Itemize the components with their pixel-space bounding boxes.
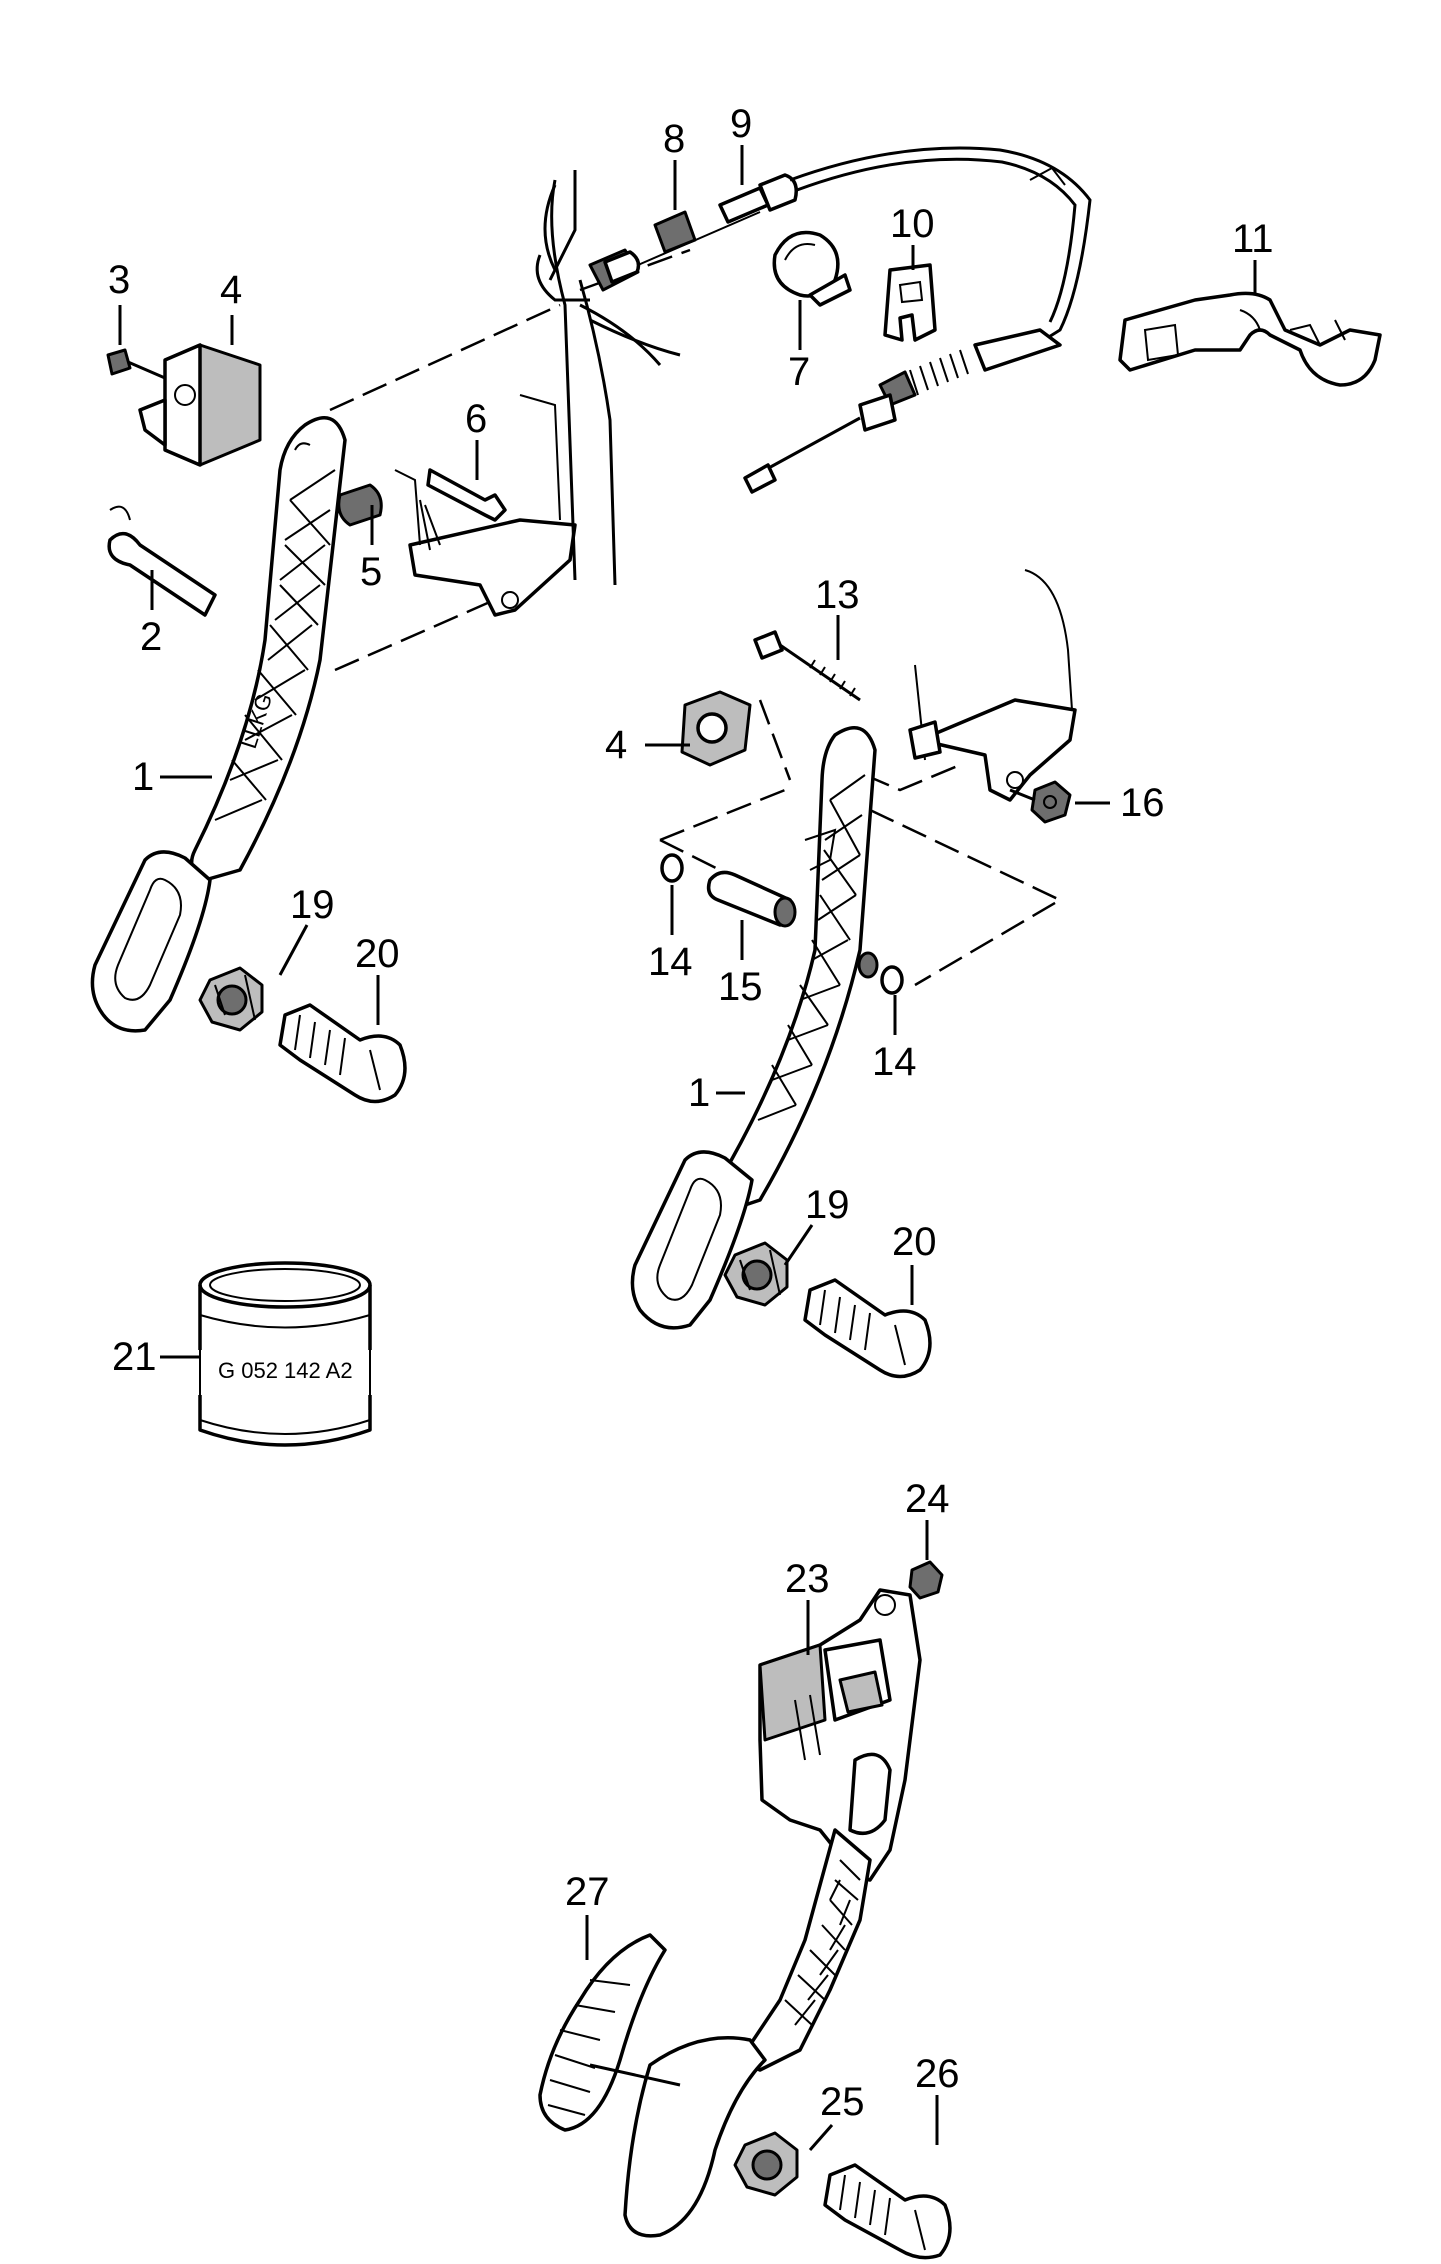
callout-15: 15	[718, 965, 763, 1009]
callout-20b: 20	[892, 1220, 937, 1264]
callout-23: 23	[785, 1557, 830, 1601]
nut	[908, 1560, 944, 1600]
cable-sleeve	[718, 186, 770, 224]
pedal-pad	[630, 1150, 754, 1330]
callout-25: 25	[820, 2080, 865, 2124]
callout-11: 11	[1232, 217, 1274, 261]
throttle-cable-assembly	[535, 146, 1382, 586]
cable-bracket	[1118, 291, 1382, 387]
bolt	[753, 630, 784, 660]
callout-4b: 4	[605, 723, 627, 767]
mounting-bracket	[408, 518, 577, 617]
callout-5: 5	[360, 550, 382, 594]
callout-16: 16	[1120, 781, 1165, 825]
callout-19: 19	[290, 883, 335, 927]
callout-9: 9	[730, 102, 752, 146]
callout-14: 14	[648, 940, 693, 984]
callout-21: 21	[112, 1335, 157, 1379]
washer	[880, 965, 904, 995]
pedal-pad-cover	[538, 1933, 667, 2132]
callout-13: 13	[815, 573, 860, 617]
sleeve-marking: G 052 142 A2	[218, 1358, 353, 1383]
callout-10: 10	[890, 202, 935, 246]
callouts: 3 4 6 5 2 1 8 9 7 10 11 13 4 16 14 15 14…	[108, 102, 1274, 2124]
pedal-pad	[90, 850, 212, 1033]
bushing	[337, 483, 383, 527]
callout-14b: 14	[872, 1040, 917, 1084]
pedal-module-lower	[538, 1560, 952, 2260]
pedal-assembly-upper-left: LLKG	[90, 248, 691, 1033]
pedal-assembly-middle-right	[630, 569, 1077, 1330]
callout-6: 6	[465, 397, 487, 441]
callout-3: 3	[108, 258, 130, 302]
accelerator-pedal-arm	[189, 415, 347, 882]
callout-1: 1	[132, 755, 154, 799]
pedal-plate	[623, 2036, 767, 2238]
callout-24: 24	[905, 1477, 950, 1521]
sleeve-part: G 052 142 A2	[198, 1261, 372, 1447]
callout-20: 20	[355, 932, 400, 976]
callout-26: 26	[915, 2052, 960, 2096]
callout-8: 8	[663, 117, 685, 161]
callout-7: 7	[788, 350, 810, 394]
bolt	[426, 468, 507, 522]
callout-19b: 19	[805, 1183, 850, 1227]
washer	[660, 853, 684, 883]
callout-27: 27	[565, 1870, 610, 1914]
pedal-stop-left	[198, 966, 407, 1104]
retaining-clip	[883, 263, 937, 342]
leader-lines	[118, 145, 1257, 2151]
callout-1b: 1	[688, 1071, 710, 1115]
callout-4: 4	[220, 268, 242, 312]
pedal-stop-right	[723, 1241, 932, 1379]
grommet	[653, 210, 697, 254]
pivot-pin	[107, 531, 217, 617]
mounting-bracket	[918, 698, 1077, 802]
callout-2: 2	[140, 615, 162, 659]
nut	[1030, 780, 1072, 824]
